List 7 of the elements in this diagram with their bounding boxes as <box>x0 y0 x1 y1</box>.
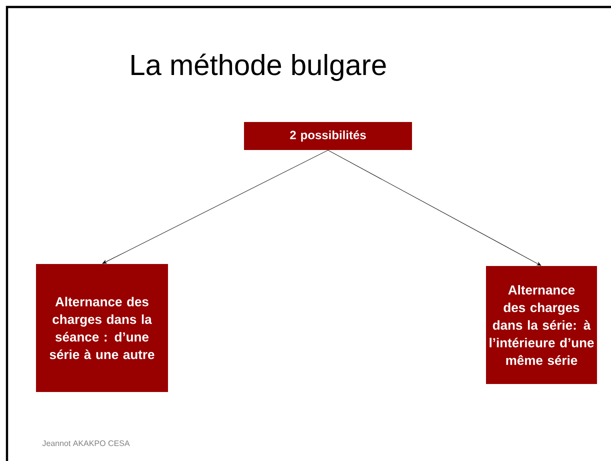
arrow <box>102 150 328 264</box>
slide-title: La méthode bulgare <box>132 54 386 82</box>
text-box: Alternance des charges dans la série: à l’intérieure d’une même série <box>486 266 597 384</box>
arrow <box>328 150 542 266</box>
text-box: 2 possibilités <box>244 122 412 150</box>
text-box: Alternance des charges dans la séance : d’une série à une autre <box>36 264 168 392</box>
footer-text: Jeannot AKAKPO CESA <box>42 440 130 446</box>
